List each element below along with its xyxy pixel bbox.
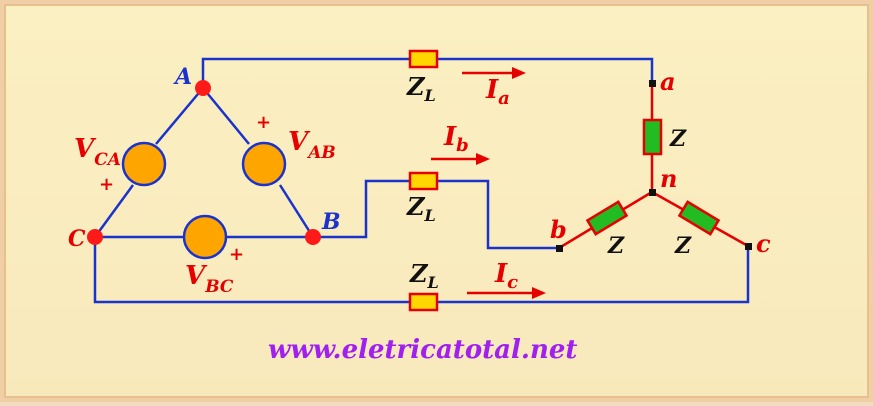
- wire-A-to-vab: [202, 87, 250, 145]
- ic-label-sub: c: [507, 272, 518, 293]
- zl-label-a-sub: L: [424, 86, 436, 105]
- wire-vab-to-B: [278, 184, 315, 238]
- vca-label: VCA: [74, 134, 121, 170]
- line-impedances: [408, 49, 439, 312]
- zl-label-b-main: Z: [406, 192, 426, 221]
- line-impedance-b: [408, 171, 439, 191]
- ib-label-sub: b: [456, 135, 469, 156]
- zl-label-b-sub: L: [424, 206, 436, 225]
- node-B-dot: [305, 229, 321, 245]
- zl-label-b: ZL: [406, 192, 436, 225]
- source-nodes: [87, 80, 321, 245]
- polarity-vab: +: [256, 112, 271, 133]
- ic-label: Ic: [494, 259, 518, 293]
- zl-label-c-main: Z: [409, 259, 429, 288]
- line-b-wire: [313, 179, 559, 250]
- vbc-label: VBC: [185, 261, 234, 297]
- arrow-ib-head: [476, 153, 490, 165]
- circuit-diagram: A B C VCA VAB VBC + + + ZL ZL ZL Ia Ib I…: [68, 49, 771, 365]
- vab-label-main: V: [288, 127, 311, 157]
- watermark-url: www.eletricatotal.net: [268, 335, 577, 365]
- polarity-vca: +: [99, 174, 114, 195]
- load-impedance-c: [677, 200, 721, 236]
- current-arrows: [431, 67, 546, 299]
- source-vca-symbol: [121, 141, 167, 187]
- load-wiring: [558, 84, 749, 250]
- vbc-label-sub: BC: [204, 277, 234, 297]
- wire-A-to-vca: [155, 87, 204, 145]
- voltage-sources: [121, 141, 287, 260]
- node-a-label: a: [660, 67, 676, 96]
- neutral-n-dot: [649, 189, 656, 196]
- load-impedance-a: [642, 118, 663, 156]
- ib-label: Ib: [443, 122, 469, 156]
- node-n-label: n: [660, 164, 677, 193]
- line-impedance-c: [408, 292, 439, 312]
- zl-label-c: ZL: [409, 259, 439, 292]
- node-B-label: B: [321, 209, 341, 235]
- ib-label-main: I: [443, 122, 457, 152]
- vab-label: VAB: [288, 127, 336, 163]
- node-A-label: A: [173, 64, 192, 90]
- terminal-c-dot: [745, 243, 752, 250]
- terminal-a-dot: [649, 80, 656, 87]
- zl-label-c-sub: L: [427, 273, 439, 292]
- node-A-dot: [195, 80, 211, 96]
- terminal-b-dot: [556, 245, 563, 252]
- load-impedance-b: [585, 200, 629, 236]
- wire-vca-to-C: [93, 184, 135, 238]
- line-impedance-a: [408, 49, 439, 69]
- vca-label-main: V: [74, 134, 97, 164]
- node-C-label: C: [68, 226, 86, 252]
- ia-label-sub: a: [498, 88, 510, 109]
- vab-label-sub: AB: [306, 143, 336, 163]
- arrow-ic-head: [532, 287, 546, 299]
- zl-label-a-main: Z: [406, 72, 426, 101]
- node-c-label: c: [756, 229, 771, 258]
- ia-label-main: I: [485, 75, 499, 105]
- zl-label-a: ZL: [406, 72, 436, 105]
- polarity-vbc: +: [229, 244, 244, 265]
- vca-label-sub: CA: [94, 150, 121, 170]
- z-label-c: Z: [674, 233, 692, 259]
- node-C-dot: [87, 229, 103, 245]
- source-vbc-symbol: [182, 214, 228, 260]
- ia-label: Ia: [485, 75, 510, 109]
- z-label-a: Z: [669, 126, 687, 152]
- node-b-label: b: [550, 215, 567, 244]
- source-vab-symbol: [241, 141, 287, 187]
- arrow-ia-head: [512, 67, 526, 79]
- load-terminals: [556, 80, 752, 252]
- load-impedances: [585, 118, 721, 236]
- ic-label-main: I: [494, 259, 508, 289]
- vbc-label-main: V: [185, 261, 208, 291]
- z-label-b: Z: [607, 233, 625, 259]
